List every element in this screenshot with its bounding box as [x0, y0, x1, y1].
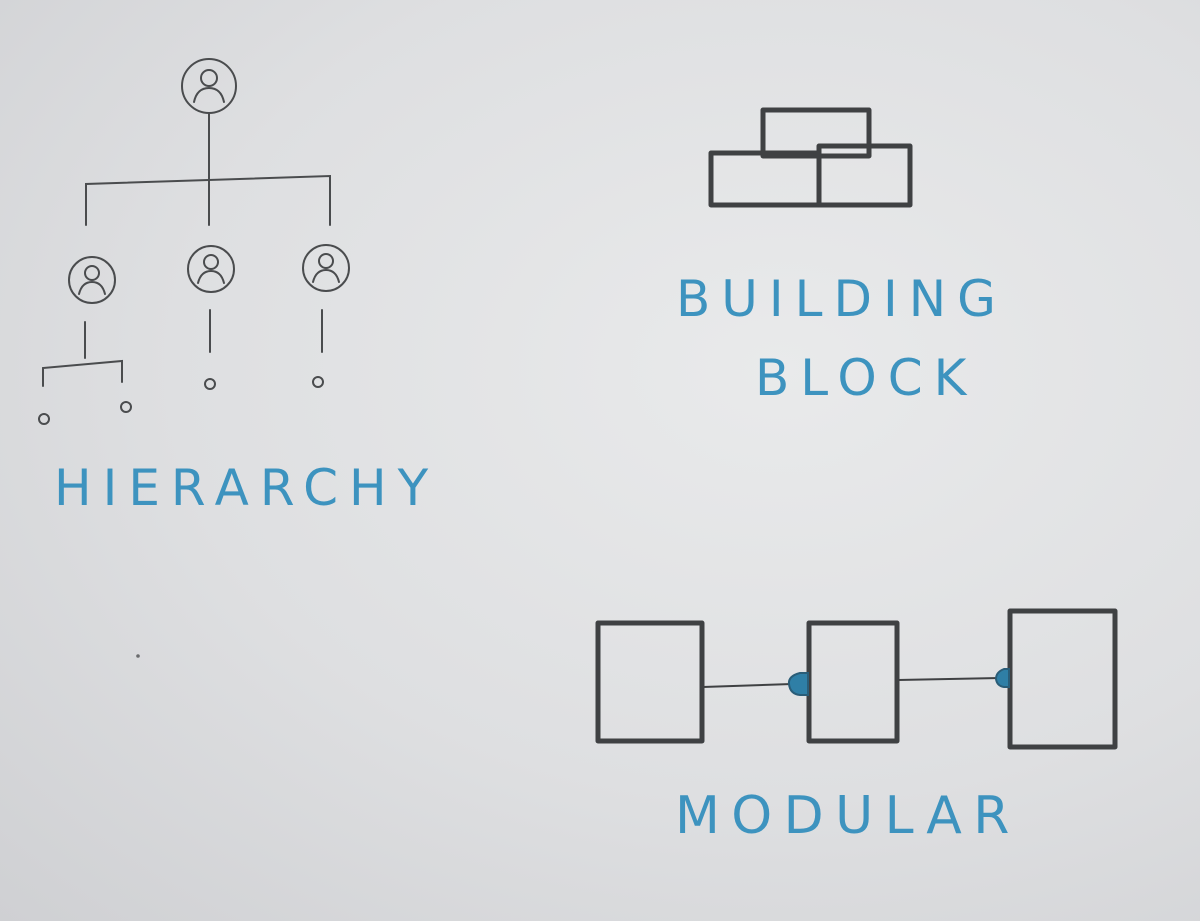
left-sub-branch-line — [42, 359, 123, 387]
child-person-icon-left — [68, 256, 116, 304]
hierarchy-diagram — [38, 58, 350, 425]
module-box-2 — [806, 620, 900, 744]
module-link-1 — [702, 683, 793, 688]
top-brick — [760, 107, 872, 159]
root-person-icon — [181, 58, 237, 114]
building-block-icon — [708, 107, 913, 208]
module-box-1 — [595, 620, 705, 744]
bottom-left-brick — [708, 150, 822, 208]
bottom-right-brick — [816, 143, 913, 208]
child-person-icon-center — [187, 245, 235, 293]
building-label: BUILDING — [676, 270, 1007, 328]
module-link-2 — [897, 677, 1001, 681]
leaf-node-4 — [312, 376, 324, 388]
module-box-3 — [1007, 608, 1118, 750]
modular-diagram — [595, 608, 1118, 750]
connector-icon-1 — [787, 672, 809, 696]
hierarchy-label: HIERARCHY — [54, 459, 439, 517]
leaf-node-1 — [38, 413, 50, 425]
modular-label: MODULAR — [675, 786, 1021, 846]
leaf-node-2 — [120, 401, 132, 413]
hierarchy-branch-line — [85, 174, 331, 226]
block-label: BLOCK — [755, 349, 977, 407]
stray-dot — [136, 654, 140, 658]
child-person-icon-right — [302, 244, 350, 292]
connector-icon-2 — [994, 668, 1010, 688]
leaf-node-3 — [204, 378, 216, 390]
